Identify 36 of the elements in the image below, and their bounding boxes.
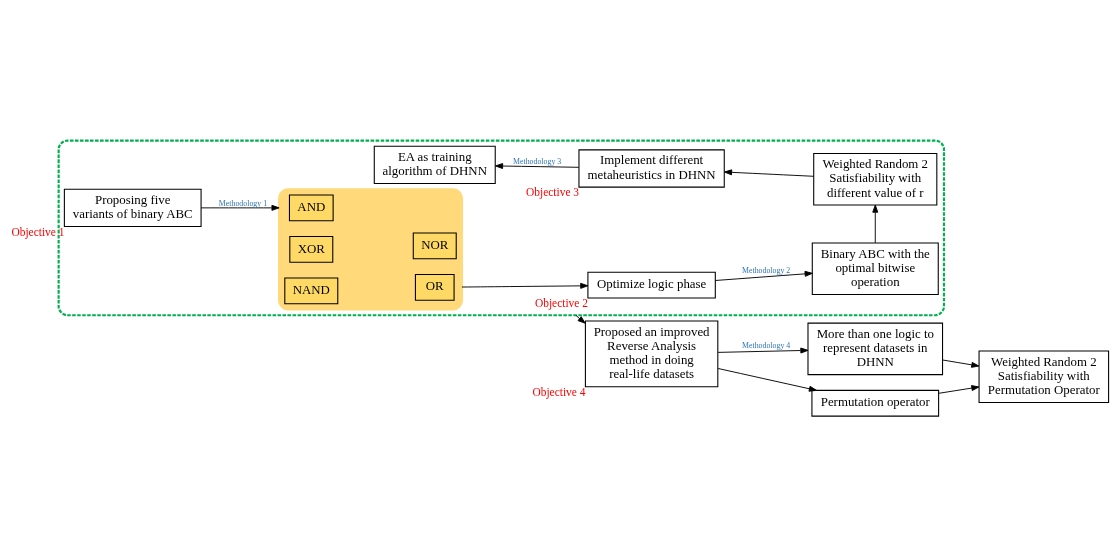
cluster (57, 139, 946, 317)
arrow (724, 169, 815, 177)
node-box: Proposing five variants of binary ABC (63, 188, 202, 227)
arrow (714, 270, 813, 281)
node-box: Optimize logic phase (587, 271, 716, 299)
node-box: EA as training algorithm of DHNN (373, 145, 496, 185)
node-label: Objective 1 (11, 225, 65, 238)
edge-label: Methodology 4 (742, 341, 791, 350)
edge-label: Methodology 1 (218, 198, 268, 208)
arrow (200, 204, 280, 211)
edge-label: Methodology 3 (512, 157, 562, 167)
node-box: Implement different metaheuristics in DHNN (578, 149, 725, 188)
arrow (717, 347, 809, 354)
arrow (938, 385, 980, 394)
node-box: Weighted Random 2 Satisfiability with Permutation Operator (978, 350, 1110, 404)
node-label: Objective 3 (526, 186, 580, 199)
node-box: NOR (412, 232, 457, 260)
node-box: Proposed an improved Reverse Analysis method in doing real-life datasets (584, 320, 719, 388)
node-box: Permutation operator (811, 389, 940, 417)
edge-label: Methodology 2 (742, 265, 791, 275)
node-box: Weighted Random 2 Satisfiability with different value of r (813, 152, 938, 206)
node-box: XOR (289, 235, 334, 263)
node-box: AND (288, 194, 334, 222)
arrow (942, 359, 980, 368)
node-box: More than one logic to represent datasets in DHNN (807, 322, 944, 376)
node-box: OR (414, 273, 455, 301)
arrow (872, 204, 879, 244)
cluster (278, 188, 464, 311)
arrow (461, 282, 589, 289)
node-box: Binary ABC with the optimal bitwise operation (811, 242, 939, 295)
arrow (495, 163, 580, 169)
node-box: NAND (284, 277, 339, 305)
arrow (575, 314, 586, 324)
node-label: Objective 4 (532, 385, 586, 398)
arrow (717, 368, 817, 392)
node-label: Objective 2 (534, 297, 588, 310)
